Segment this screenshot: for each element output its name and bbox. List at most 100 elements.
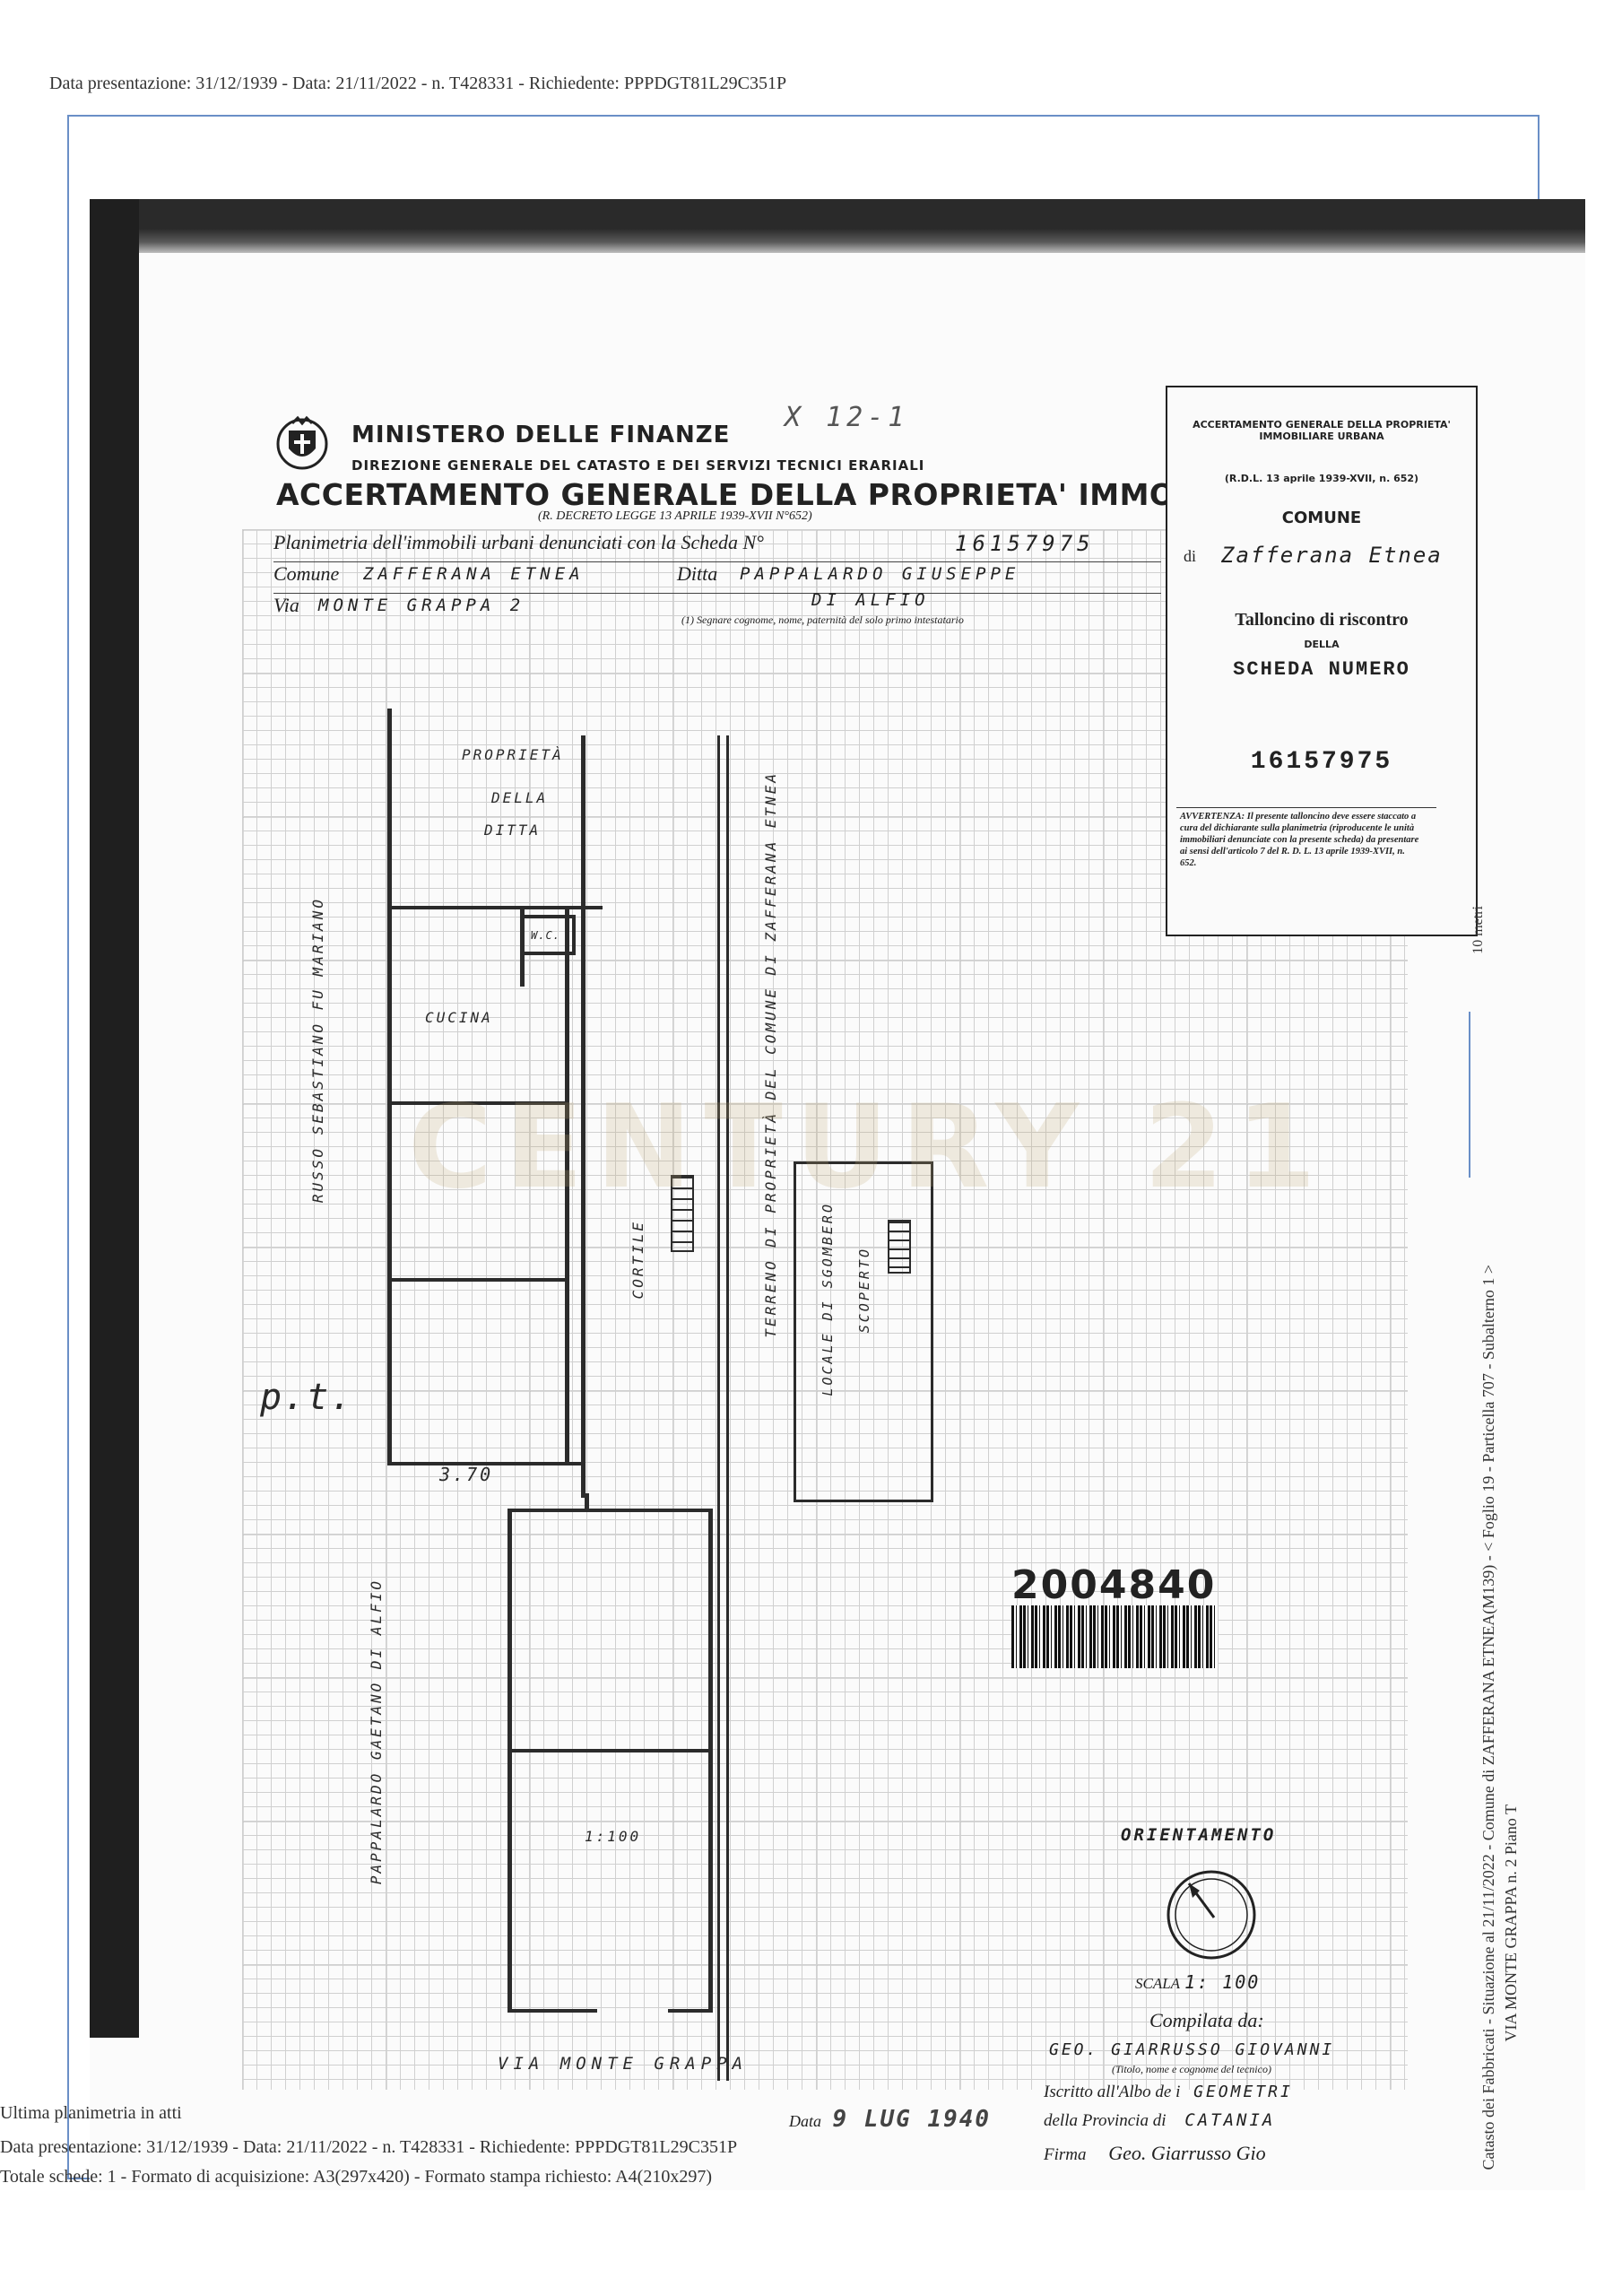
provincia-row: della Provincia di CATANIA — [1044, 2110, 1275, 2131]
wall — [794, 1161, 796, 1502]
stub-heading: ACCERTAMENTO GENERALE DELLA PROPRIETA' I… — [1193, 419, 1451, 442]
via-value: MONTE GRAPPA 2 — [318, 596, 525, 615]
bottom-line-3: Totale schede: 1 - Formato di acquisizio… — [0, 2167, 712, 2187]
wall — [507, 1749, 712, 1752]
scala-label: SCALA — [1135, 1975, 1181, 1992]
wall — [668, 2009, 713, 2013]
stub-law: (R.D.L. 13 aprile 1939-XVII, n. 652) — [1224, 473, 1419, 484]
wall — [387, 1278, 567, 1282]
orientamento-label: ORIENTAMENTO — [1121, 1825, 1277, 1845]
scale-bar-line — [1469, 1012, 1470, 1178]
data-value: 9 LUG 1940 — [832, 2106, 992, 2133]
stub-della: DELLA — [1304, 639, 1340, 650]
form-rows: Planimetria dell'immobili urbani denunci… — [273, 531, 1161, 626]
wall — [726, 735, 729, 2081]
comune-value: ZAFFERANA ETNEA — [363, 564, 585, 584]
stub-comune-value: Zafferana Etnea — [1221, 543, 1443, 568]
wall — [507, 2009, 597, 2013]
wall — [717, 735, 720, 2081]
wall — [387, 1101, 567, 1105]
wall — [507, 1509, 712, 1512]
iscritto-label: Iscritto all'Albo de i — [1044, 2083, 1181, 2101]
stub-comune-label: COMUNE — [1281, 509, 1362, 527]
bottom-line-1: Ultima planimetria in atti — [0, 2103, 182, 2123]
frame-left — [67, 115, 69, 2178]
via-label: Via — [273, 594, 299, 616]
data-row: Data 9 LUG 1940 — [789, 2106, 991, 2133]
wall — [708, 1509, 713, 2011]
decreto-reference: (R. DECRETO LEGGE 13 APRILE 1939-XVII N°… — [538, 509, 812, 523]
wall — [387, 906, 603, 909]
side-meters: 10 metri — [1470, 906, 1486, 954]
stub-talloncino: Talloncino di riscontro — [1235, 610, 1409, 630]
wall — [585, 1493, 589, 1511]
barcode — [1011, 1605, 1218, 1668]
wall — [565, 906, 569, 1462]
label-scale-mark: 1:100 — [585, 1828, 642, 1845]
wall — [520, 915, 576, 955]
stub-scheda: SCHEDA NUMERO — [1233, 658, 1410, 681]
document-header-line: Data presentazione: 31/12/1939 - Data: 2… — [49, 74, 787, 93]
ministry-title: MINISTERO DELLE FINANZE — [351, 422, 731, 448]
direzione-title: DIREZIONE GENERALE DEL CATASTO E DEI SER… — [351, 457, 925, 474]
scheda-label: Planimetria dell'immobili urbani denunci… — [273, 531, 764, 553]
label-wc: W.C. — [531, 929, 560, 942]
compiler-name: GEO. GIARRUSSO GIOVANNI — [1049, 2040, 1335, 2059]
label-proprieta: PROPRIETÀ — [462, 746, 564, 763]
wall — [581, 735, 585, 1498]
stub-avvertenza-box — [1176, 807, 1436, 916]
provincia-label: della Provincia di — [1044, 2111, 1167, 2130]
wall — [387, 1462, 585, 1465]
stub-numero: 16157975 — [1250, 748, 1393, 776]
label-della: DELLA — [491, 789, 549, 806]
wall — [931, 1161, 933, 1502]
wall — [794, 1161, 932, 1164]
intestatario-note: (1) Segnare cognome, nome, paternità del… — [681, 613, 964, 626]
firma-label: Firma — [1044, 2145, 1087, 2164]
compiler-note: (Titolo, nome e cognome del tecnico) — [1112, 2063, 1271, 2075]
label-west-owner2: PAPPALARDO GAETANO DI ALFIO — [368, 1578, 385, 1885]
label-ditta: DITTA — [484, 822, 542, 839]
label-pt: p.t. — [260, 1377, 354, 1418]
scan-top-shadow — [90, 199, 1585, 253]
compilata-label: Compilata da: — [1149, 2009, 1264, 2031]
ditta-value: PAPPALARDO GIUSEPPE — [740, 564, 1020, 584]
talloncino-stub: ACCERTAMENTO GENERALE DELLA PROPRIETA' I… — [1166, 386, 1478, 936]
handwritten-top-note: X 12-1 — [785, 402, 909, 433]
label-locale: LOCALE DI SGOMBERO — [820, 1202, 836, 1396]
frame-top — [67, 115, 1538, 117]
stub-avvertenza: AVVERTENZA: Il presente talloncino deve … — [1180, 812, 1419, 868]
scheda-value: 16157975 — [955, 531, 1095, 556]
stairs-icon — [888, 1220, 911, 1274]
label-west-owner: RUSSO SEBASTIANO FU MARIANO — [309, 897, 326, 1204]
label-cucina: CUCINA — [425, 1009, 493, 1026]
label-cortile: CORTILE — [629, 1220, 646, 1300]
ditta-label: Ditta — [677, 562, 718, 585]
scala-value: 1: 100 — [1184, 1971, 1261, 1993]
scala-row: SCALA 1: 100 — [1135, 1971, 1260, 1994]
firma-value: Geo. Giarrusso Gio — [1108, 2142, 1266, 2164]
compass-icon — [1167, 1870, 1256, 1960]
iscritto-value: GEOMETRI — [1193, 2083, 1293, 2101]
side-catasto-text: Catasto dei Fabbricati - Situazione al 2… — [1479, 1265, 1497, 2170]
barcode-number: 2004840 — [1011, 1562, 1217, 1608]
label-via-monte-grappa: VIA MONTE GRAPPA — [498, 2054, 749, 2074]
paternita-value: DI ALFIO — [811, 590, 930, 610]
comune-label: Comune — [273, 562, 340, 585]
wall — [794, 1500, 932, 1502]
data-label: Data — [789, 2112, 821, 2130]
iscritto-row: Iscritto all'Albo de i GEOMETRI — [1044, 2083, 1293, 2102]
provincia-value: CATANIA — [1184, 2110, 1276, 2130]
label-dimension: 3.70 — [439, 1464, 494, 1485]
stub-di: di — [1184, 547, 1197, 565]
bottom-line-2: Data presentazione: 31/12/1939 - Data: 2… — [0, 2137, 738, 2157]
state-emblem-icon — [276, 415, 328, 470]
firma-row: Firma Geo. Giarrusso Gio — [1044, 2142, 1266, 2165]
wall — [507, 1509, 512, 2011]
label-scoperto: SCOPERTO — [856, 1247, 872, 1334]
watermark: CENTURY 21 — [408, 1081, 1329, 1214]
side-address-text: VIA MONTE GRAPPA n. 2 Piano T — [1502, 1805, 1520, 2042]
scan-left-shadow — [90, 199, 139, 2038]
label-terreno: TERRENO DI PROPRIETÀ DEL COMUNE DI ZAFFE… — [762, 771, 779, 1338]
